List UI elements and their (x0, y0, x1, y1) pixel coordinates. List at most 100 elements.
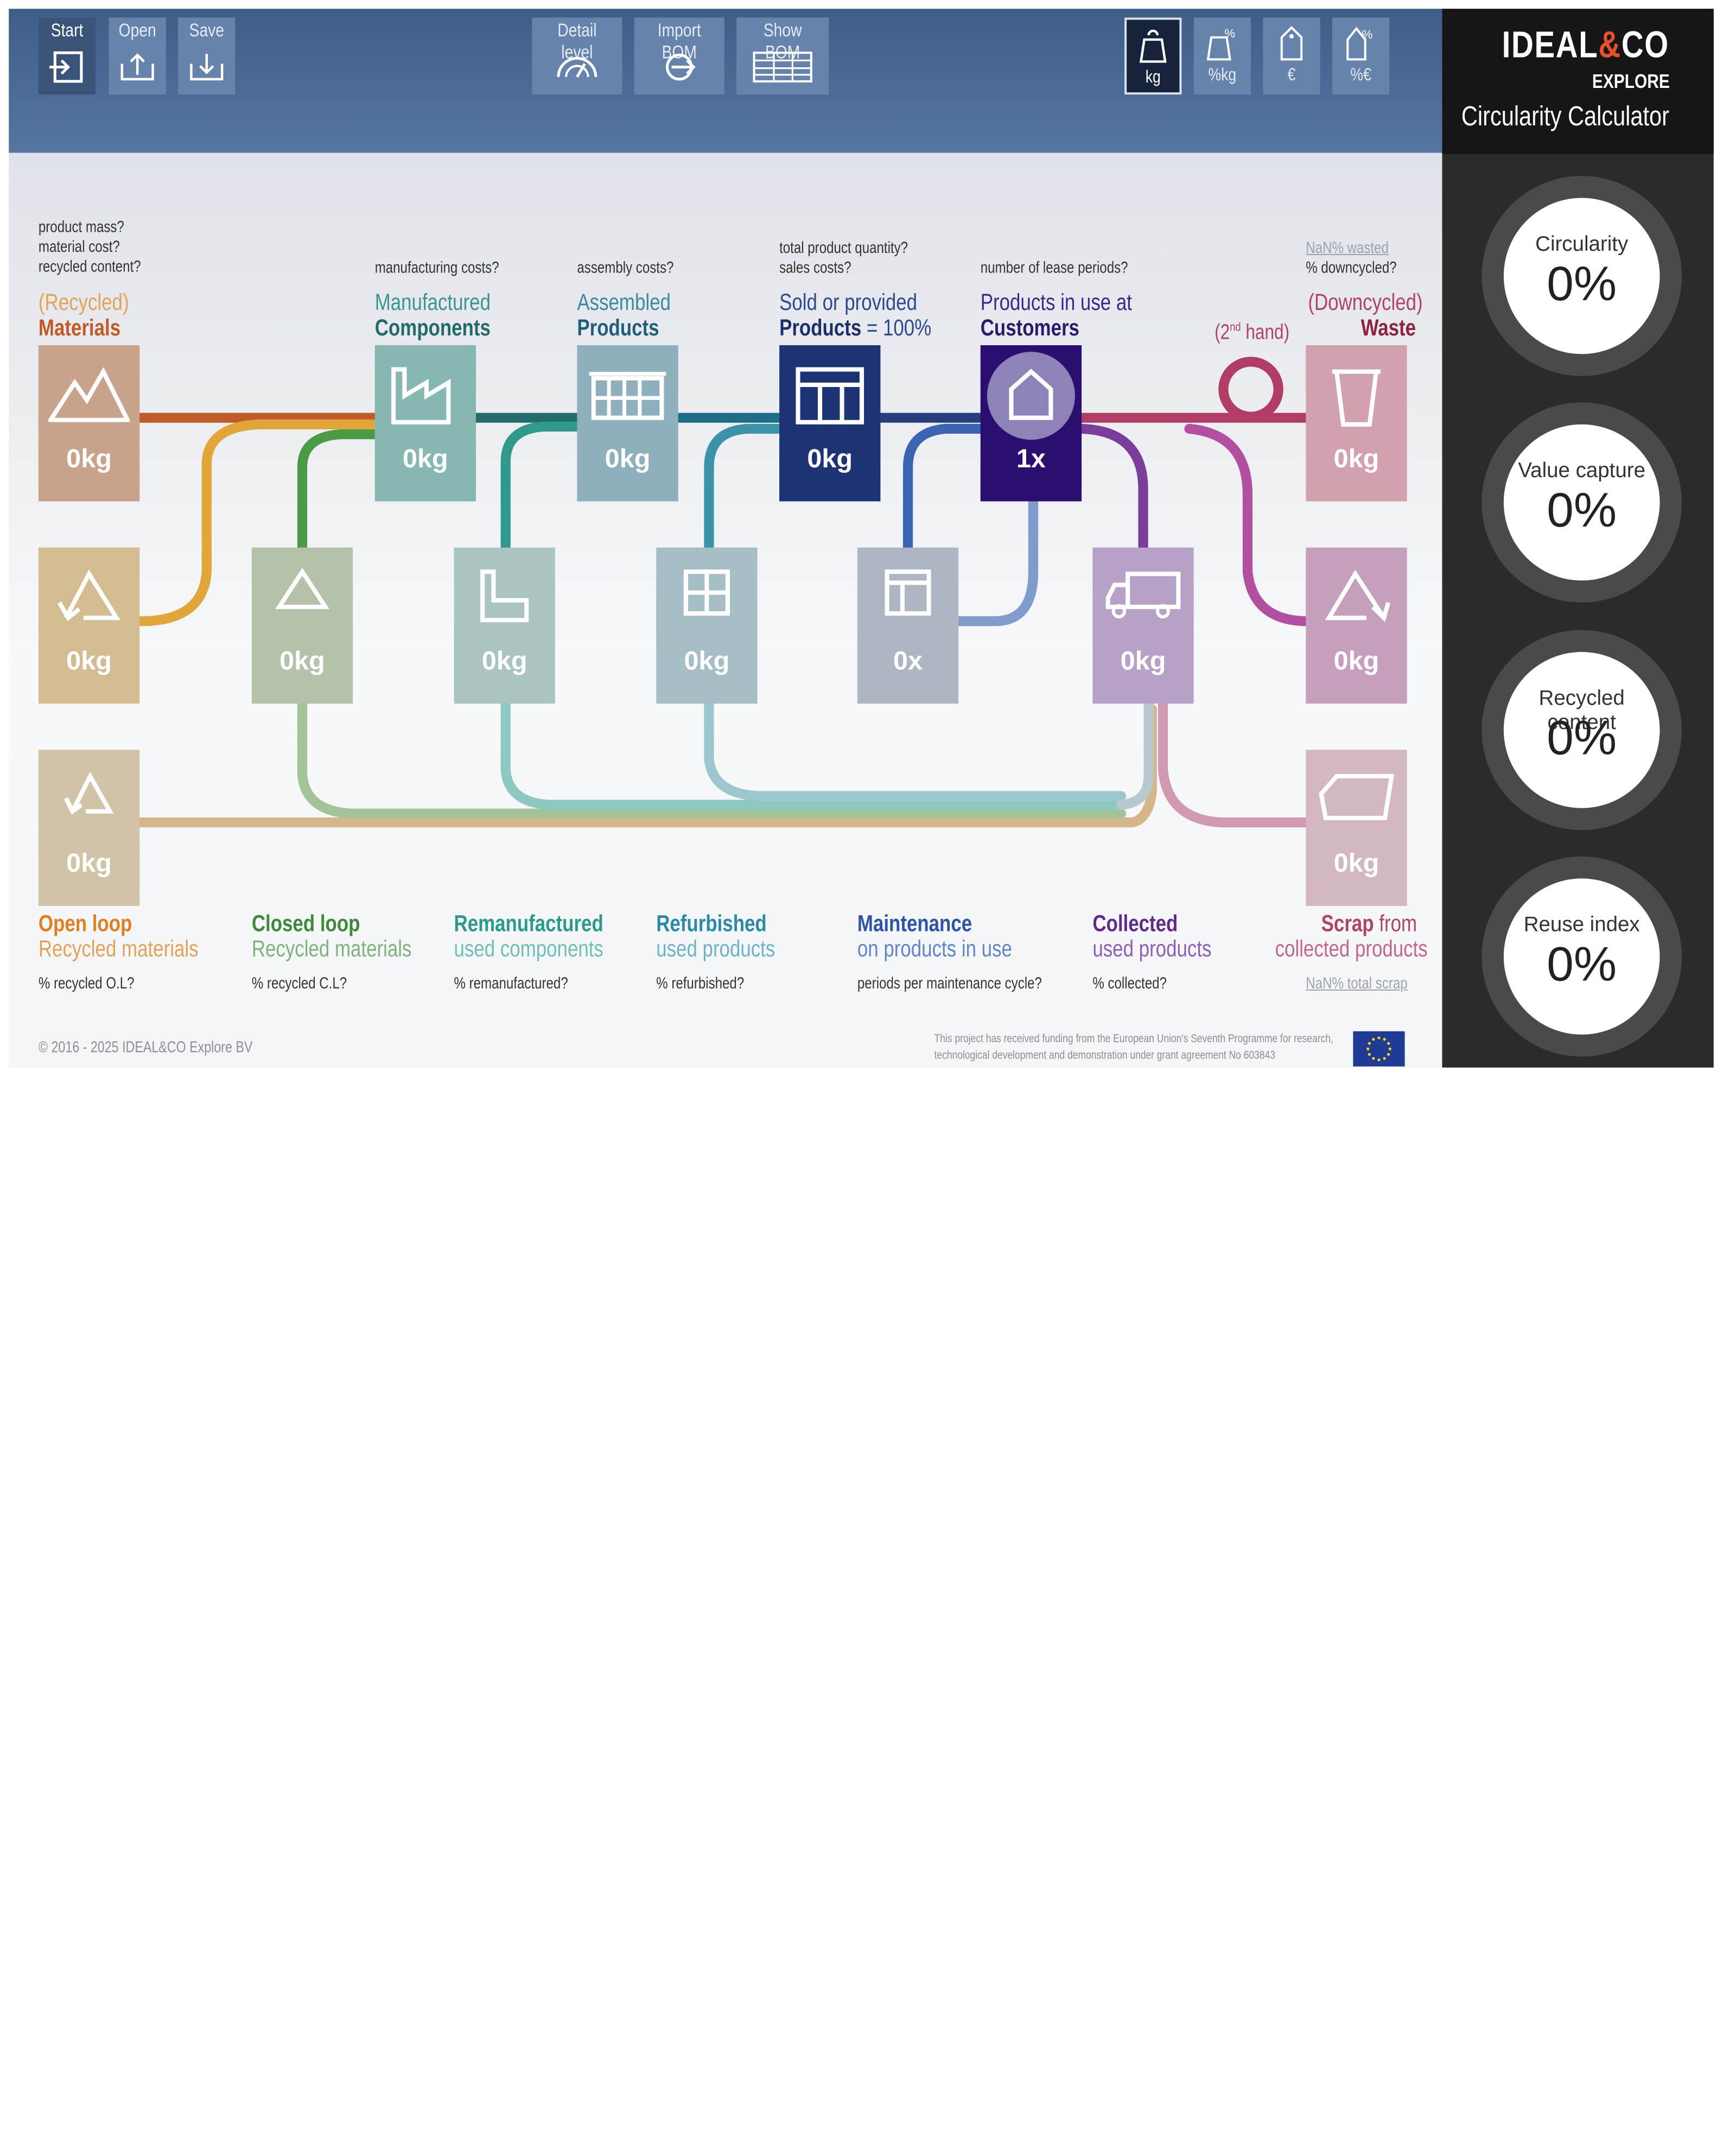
downcycled-question[interactable]: % downcycled? (1306, 259, 1397, 277)
waste-title-line2: Waste (1360, 315, 1416, 341)
sold-title-percent: = 100% (861, 315, 932, 341)
second-hand-label: (2nd hand) (1215, 321, 1290, 345)
reuse-index-value: 0% (1547, 937, 1617, 992)
explore-label: EXPLORE (1592, 70, 1670, 93)
save-icon (190, 54, 224, 81)
refurbished-tile[interactable]: 0kg (656, 547, 758, 704)
start-button[interactable]: Start (38, 17, 96, 95)
recycled-cl-question[interactable]: % recycled C.L? (252, 974, 368, 994)
app-subtitle: Circularity Calculator (1461, 101, 1670, 132)
funding-line2: technological development and demonstrat… (934, 1049, 1275, 1062)
unit-eur-label: € (1287, 66, 1296, 85)
copyright: © 2016 - 2025 IDEAL&CO Explore BV (39, 1038, 300, 1055)
maintenance-tile[interactable]: 0x (857, 547, 959, 704)
eu-flag (1353, 1031, 1405, 1067)
remanufactured-question[interactable]: % remanufactured? (454, 974, 593, 994)
circularity-label: Circularity (1535, 233, 1629, 256)
material-cost-question[interactable]: material cost? (38, 238, 120, 256)
remanufactured-title: Remanufactured (454, 911, 603, 937)
assembly-costs-question[interactable]: assembly costs? (577, 258, 695, 278)
save-label: Save (189, 20, 224, 41)
materials-tile[interactable]: 0kg (38, 345, 140, 502)
recycled-materials-tile[interactable]: 0kg (38, 750, 140, 906)
product-mass-question[interactable]: product mass? (38, 219, 124, 237)
brand-header: IDEAL&CO EXPLORE Circularity Calculator (1442, 9, 1714, 154)
collected-question[interactable]: % collected? (1092, 974, 1183, 994)
components-value: 0kg (402, 444, 448, 474)
sold-value: 0kg (807, 444, 853, 474)
svg-text:%: % (1224, 27, 1235, 40)
refurbished-subtitle: used products (656, 936, 775, 962)
unit-pct-kg-label: %kg (1208, 66, 1237, 85)
closed-loop-title: Closed loop (251, 911, 360, 937)
waste-tile[interactable]: 0kg (1306, 345, 1407, 502)
materials-title: (Recycled) Materials (39, 290, 149, 341)
recycle-small-icon (63, 771, 114, 815)
recycled-ol-text: % recycled O.L? (38, 975, 135, 993)
triangle-icon (275, 567, 330, 610)
sold-title-line1: Sold or provided (779, 290, 918, 316)
grid-icon (683, 569, 730, 616)
remanufactured-value: 0kg (481, 646, 527, 676)
customers-tile[interactable]: 1x (980, 345, 1082, 502)
maintenance-question[interactable]: periods per maintenance cycle? (857, 974, 1083, 994)
collected-title: Collected (1092, 911, 1178, 937)
unit-pct-eur-button[interactable]: % %€ (1332, 17, 1390, 95)
downcycle-tile[interactable]: 0kg (1306, 547, 1407, 704)
maintenance-subtitle: on products in use (857, 936, 1012, 962)
lease-periods-text: number of lease periods? (980, 259, 1128, 277)
save-button[interactable]: Save (178, 17, 236, 95)
import-bom-button[interactable]: Import BOM (634, 17, 724, 95)
remanufactured-tile[interactable]: 0kg (454, 547, 555, 704)
products-title-line1: Assembled (577, 290, 671, 316)
sold-tile[interactable]: 0kg (779, 345, 881, 502)
scrap-tile[interactable]: 0kg (1306, 750, 1407, 906)
total-quantity-question[interactable]: total product quantity? (779, 239, 908, 257)
customers-title-line2: Customers (980, 315, 1079, 341)
materials-questions: product mass? material cost? recycled co… (39, 218, 163, 277)
collected-tile[interactable]: 0kg (1092, 547, 1194, 704)
unit-eur-button[interactable]: € (1263, 17, 1320, 95)
sales-costs-question[interactable]: sales costs? (779, 259, 851, 277)
lease-periods-question[interactable]: number of lease periods? (981, 258, 1160, 278)
open-button[interactable]: Open (109, 17, 166, 95)
wasted-percent-link[interactable]: NaN% wasted (1306, 239, 1389, 257)
closed-loop-tile[interactable]: 0kg (251, 547, 353, 704)
show-bom-button[interactable]: Show BOM (736, 17, 829, 95)
refurbished-question[interactable]: % refurbished? (656, 974, 764, 994)
manufacturing-costs-question[interactable]: manufacturing costs? (375, 258, 526, 278)
recycled-content-value: 0% (1547, 711, 1617, 765)
flow-lines (85, 357, 1362, 828)
unit-pct-kg-button[interactable]: % %kg (1193, 17, 1251, 95)
recycled-materials-value: 0kg (66, 848, 112, 879)
waste-title-line1: (Downcycled) (1308, 290, 1423, 316)
open-icon (120, 53, 154, 81)
unit-pct-eur-label: %€ (1350, 66, 1371, 85)
manufacturing-costs-text: manufacturing costs? (374, 259, 499, 277)
detail-level-button[interactable]: Detail level (532, 17, 622, 95)
components-tile[interactable]: 0kg (374, 345, 476, 502)
products-title: Assembled Products (577, 290, 691, 341)
recycled-ol-question[interactable]: % recycled O.L? (39, 974, 155, 994)
refurbished-value: 0kg (684, 646, 730, 676)
copyright-text: © 2016 - 2025 IDEAL&CO Explore BV (38, 1038, 253, 1056)
open-loop-tile[interactable]: 0kg (38, 547, 140, 704)
closed-loop-value: 0kg (279, 646, 325, 676)
total-scrap-link[interactable]: NaN% total scrap (1306, 974, 1430, 994)
window-icon (885, 569, 931, 616)
customers-title: Products in use at Customers (981, 290, 1165, 341)
component-icon (480, 569, 529, 623)
open-loop-label: Open loop Recycled materials (39, 911, 233, 962)
table-icon (753, 52, 812, 83)
weight-percent-icon: % (1206, 27, 1235, 61)
unit-kg-button[interactable]: kg (1124, 17, 1182, 95)
scrap-value: 0kg (1333, 848, 1379, 879)
waste-title: (Downcycled) Waste (1308, 290, 1448, 341)
materials-value: 0kg (66, 444, 112, 474)
recycled-content-question[interactable]: recycled content? (38, 258, 141, 276)
products-tile[interactable]: 0kg (577, 345, 678, 502)
unit-kg-label: kg (1145, 68, 1161, 87)
